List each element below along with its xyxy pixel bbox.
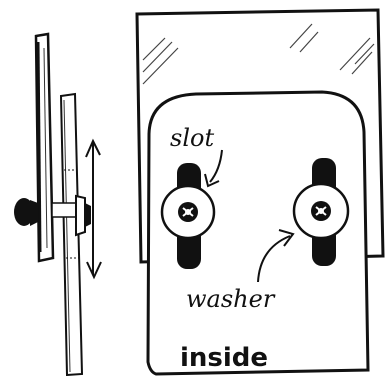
side-panel-back	[36, 34, 53, 261]
washer-label: washer	[186, 285, 276, 313]
inside-label: inside	[180, 343, 268, 373]
side-screw-knob	[14, 198, 38, 226]
side-view	[14, 34, 101, 375]
front-view: slot washer inside	[137, 10, 383, 374]
slot-label: slot	[170, 124, 214, 152]
